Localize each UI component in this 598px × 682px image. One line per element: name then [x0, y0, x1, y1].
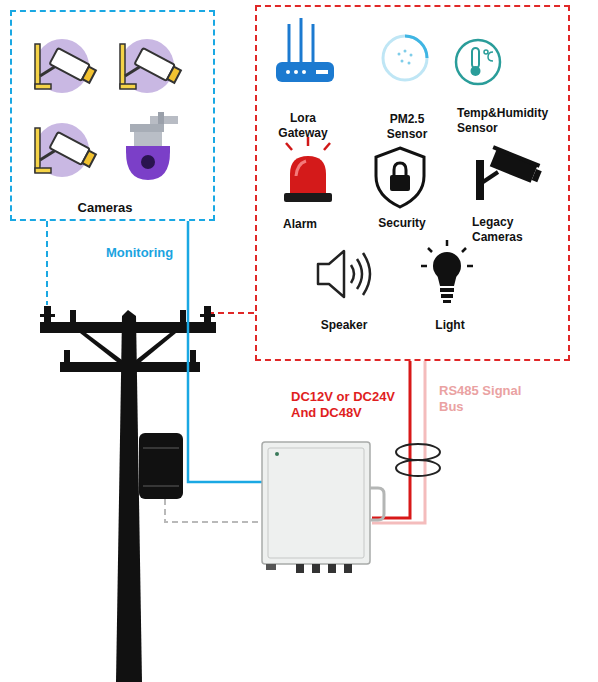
device-label: Legacy Cameras	[472, 215, 544, 244]
lora-gateway-icon	[276, 18, 334, 82]
device-label: Light	[420, 318, 480, 333]
alarm-icon	[284, 137, 332, 202]
legacy-camera-icon	[476, 145, 544, 200]
device-group: Lora Gateway PM2.5 Sensor Temp&Humidity Se…	[255, 5, 570, 361]
device-label: Speaker	[309, 318, 379, 333]
temp-humidity-icon	[456, 40, 500, 84]
power-label: DC12V or DC24V And DC48V	[291, 389, 405, 421]
utility-pole	[40, 306, 216, 682]
speaker-icon	[318, 251, 370, 297]
wires	[47, 221, 262, 522]
light-bulb-icon	[421, 240, 473, 303]
device-label: Lora Gateway	[271, 111, 335, 140]
device-label: Security	[367, 216, 437, 231]
security-shield-icon	[376, 148, 424, 207]
bus-label: RS485 Signal Bus	[439, 383, 529, 415]
device-label: PM2.5 Sensor	[375, 112, 439, 141]
pm25-sensor-icon	[383, 36, 427, 80]
outdoor-enclosure	[262, 442, 384, 573]
device-label: Alarm	[270, 217, 330, 232]
signal-label: Monitoring	[106, 245, 196, 261]
ptz-camera-icon	[126, 112, 178, 180]
group-title: Cameras	[50, 200, 160, 216]
device-label: Temp&Humidity Sensor	[457, 106, 565, 135]
camera-group: Cameras	[10, 10, 215, 221]
